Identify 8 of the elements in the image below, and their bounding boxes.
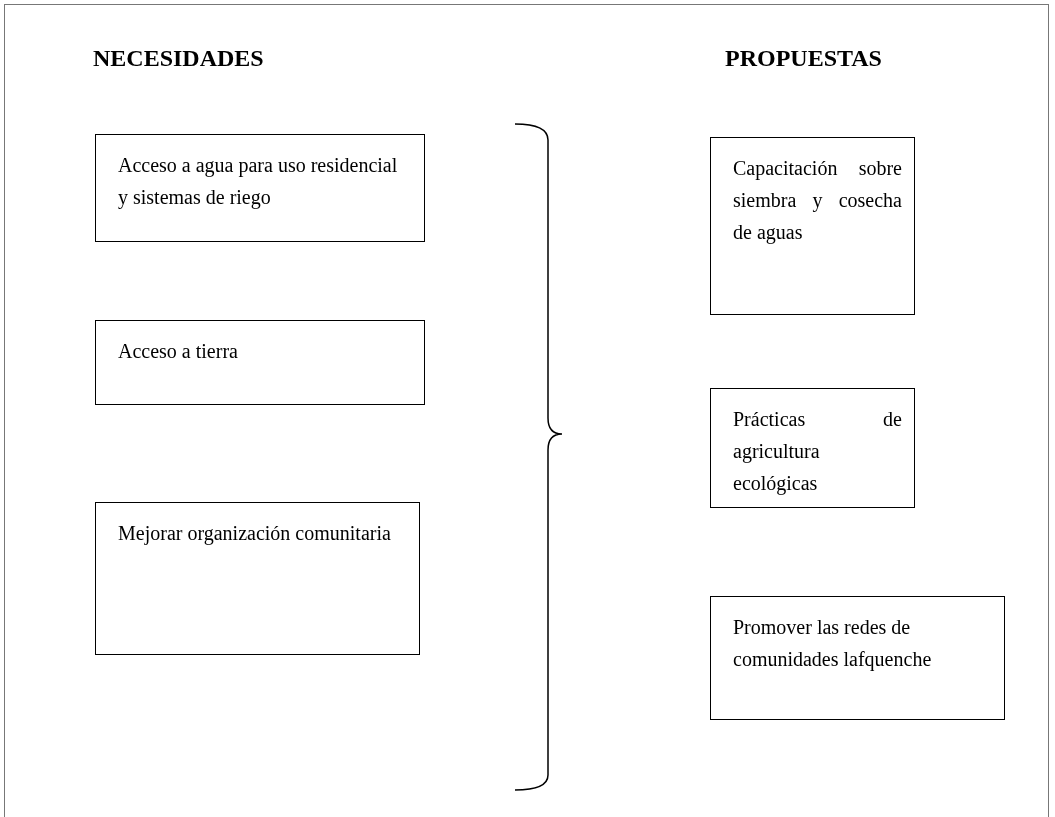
need-box: Mejorar organización comunitaria bbox=[95, 502, 420, 655]
proposal-box: Capacitación sobre siembra y cosecha de aguas bbox=[710, 137, 915, 315]
proposal-box: Promover las redes de comunidades lafquenche bbox=[710, 596, 1005, 720]
need-box: Acceso a agua para uso residencial y sistemas de riego bbox=[95, 134, 425, 242]
column-heading: PROPUESTAS bbox=[725, 45, 882, 72]
need-box: Acceso a tierra bbox=[95, 320, 425, 405]
column-heading: NECESIDADES bbox=[93, 45, 264, 72]
proposal-box: Prácticas de agricultura ecológicas bbox=[710, 388, 915, 508]
